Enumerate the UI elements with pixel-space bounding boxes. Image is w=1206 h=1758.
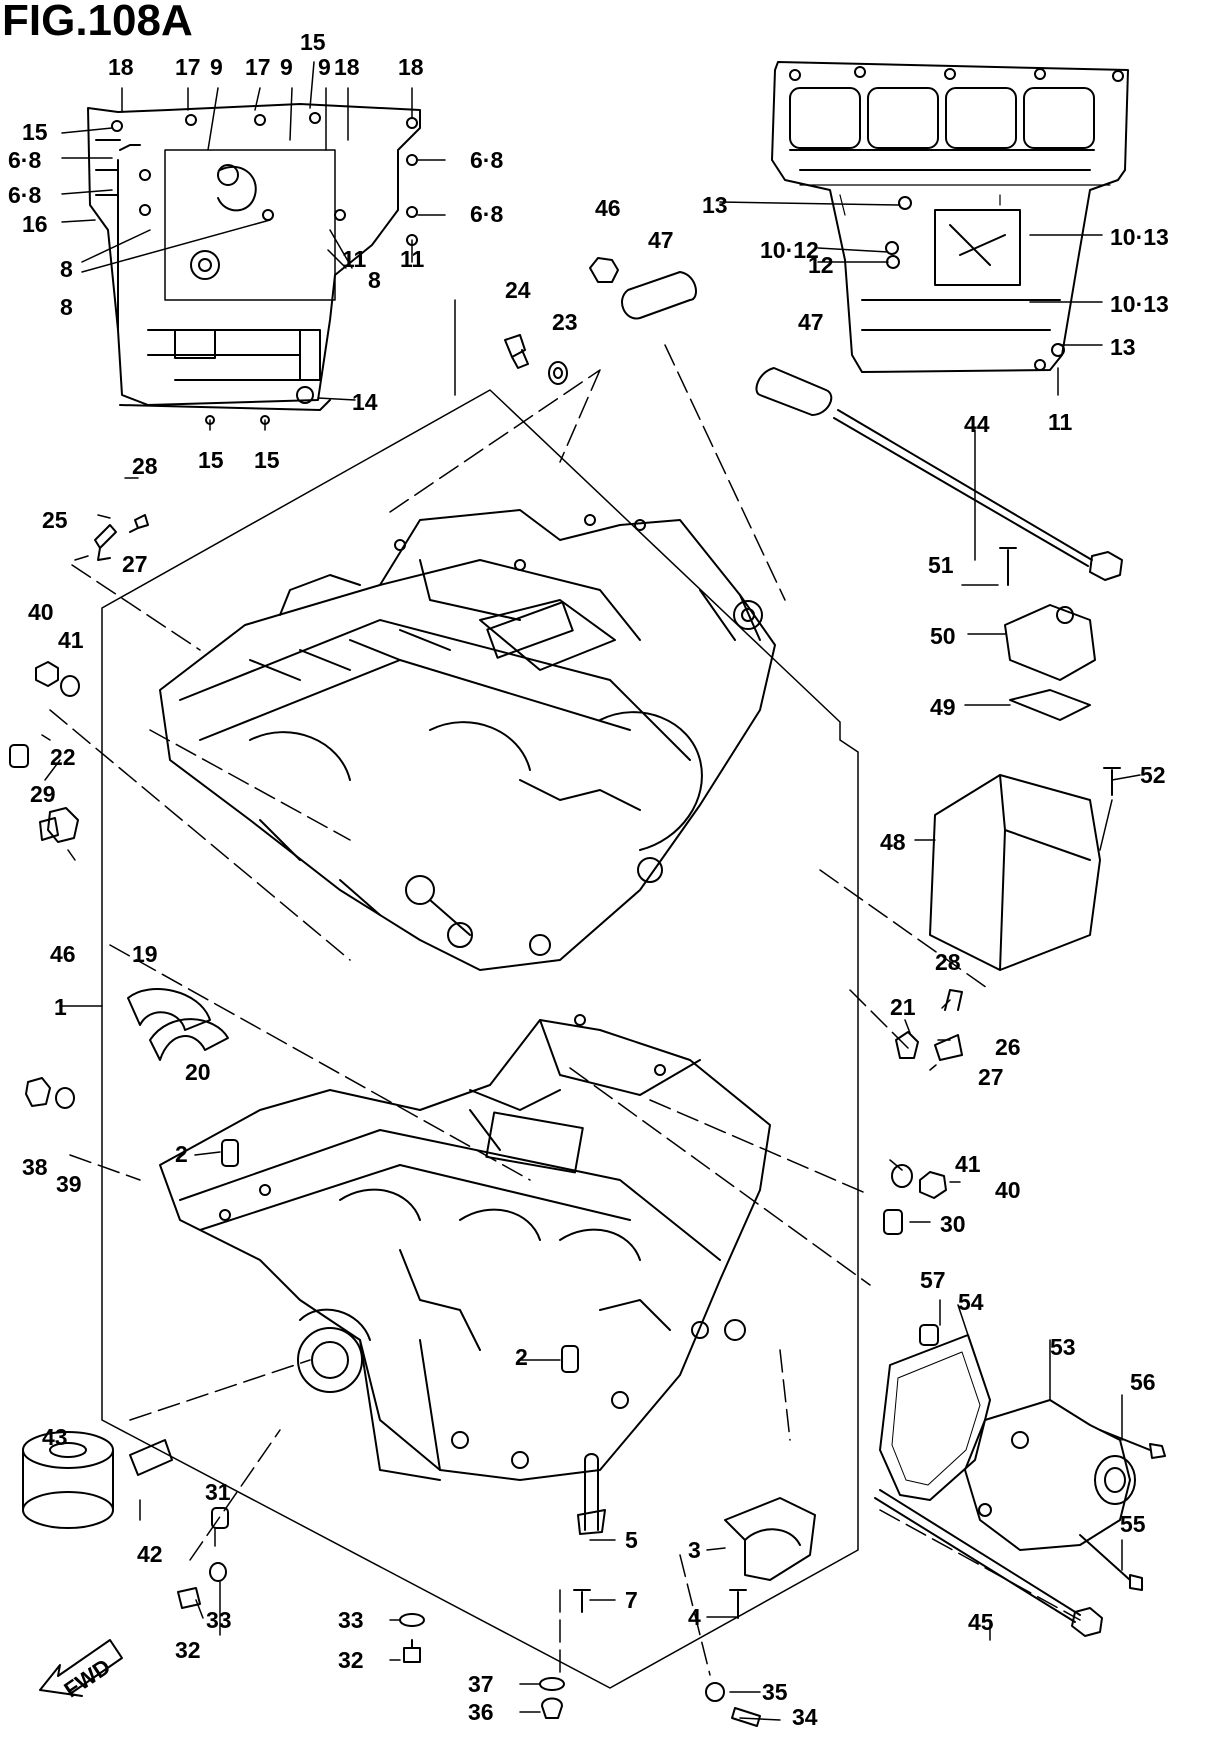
callout-41-left: 41 bbox=[58, 627, 84, 653]
callout-14: 14 bbox=[352, 389, 378, 415]
callout-45: 45 bbox=[968, 1609, 994, 1635]
callout-9-c: 9 bbox=[318, 54, 331, 80]
callout-51: 51 bbox=[928, 552, 954, 578]
callout-28-right: 28 bbox=[935, 949, 961, 975]
callout-6-8-d: 6·8 bbox=[470, 201, 503, 227]
callout-10-13-a: 10·13 bbox=[1110, 224, 1169, 250]
callout-13-b: 13 bbox=[1110, 334, 1136, 360]
callout-17-b: 17 bbox=[245, 54, 271, 80]
callout-46-top: 46 bbox=[595, 195, 621, 221]
callout-48: 48 bbox=[880, 829, 906, 855]
callout-6-8-c: 6·8 bbox=[8, 182, 41, 208]
assembly-frame bbox=[101, 299, 859, 1689]
callout-21: 21 bbox=[890, 994, 916, 1020]
callout-5: 5 bbox=[625, 1527, 638, 1553]
callout-53: 53 bbox=[1050, 1334, 1076, 1360]
callout-8-b: 8 bbox=[60, 294, 73, 320]
callout-7: 7 bbox=[625, 1587, 638, 1613]
callout-33-center: 33 bbox=[338, 1607, 364, 1633]
callout-10-13-b: 10·13 bbox=[1110, 291, 1169, 317]
callout-18-c: 18 bbox=[398, 54, 424, 80]
callout-24: 24 bbox=[505, 277, 531, 303]
callout-54: 54 bbox=[958, 1289, 984, 1315]
inset-crankcase-top-view bbox=[771, 61, 1129, 373]
lower-crankcase bbox=[159, 1014, 771, 1481]
callout-29: 29 bbox=[30, 781, 56, 807]
callout-36: 36 bbox=[468, 1699, 494, 1725]
callout-42: 42 bbox=[137, 1541, 163, 1567]
callout-19: 19 bbox=[132, 941, 158, 967]
callout-8-a: 8 bbox=[60, 256, 73, 282]
callout-28-top: 28 bbox=[132, 453, 158, 479]
callout-10-12: 10·12 bbox=[760, 237, 819, 263]
callout-50: 50 bbox=[930, 623, 956, 649]
callout-39: 39 bbox=[56, 1171, 82, 1197]
callout-1: 1 bbox=[54, 994, 67, 1020]
callout-leaders bbox=[41, 61, 1141, 1721]
callout-37: 37 bbox=[468, 1671, 494, 1697]
callout-11-b: 11 bbox=[400, 246, 425, 272]
callout-17-a: 17 bbox=[175, 54, 201, 80]
upper-crankcase bbox=[159, 509, 776, 971]
callout-18-b: 18 bbox=[334, 54, 360, 80]
callout-22: 22 bbox=[50, 744, 76, 770]
callout-3: 3 bbox=[688, 1537, 701, 1563]
callout-2-left: 2 bbox=[175, 1141, 188, 1167]
callout-46-left: 46 bbox=[50, 941, 76, 967]
callout-9-a: 9 bbox=[210, 54, 223, 80]
callout-4: 4 bbox=[688, 1604, 701, 1630]
callout-11-a: 11 bbox=[342, 246, 367, 272]
callout-26: 26 bbox=[995, 1034, 1021, 1060]
callout-55: 55 bbox=[1120, 1511, 1146, 1537]
callout-32-left: 32 bbox=[175, 1637, 201, 1663]
callout-40-right: 40 bbox=[995, 1177, 1021, 1203]
leader-guides bbox=[49, 344, 1081, 1681]
callout-30: 30 bbox=[940, 1211, 966, 1237]
callout-32-center: 32 bbox=[338, 1647, 364, 1673]
callout-15-bottom-a: 15 bbox=[198, 447, 224, 473]
callout-34: 34 bbox=[792, 1704, 818, 1730]
callout-15-bottom-b: 15 bbox=[254, 447, 280, 473]
inset-crankcase-underside-view bbox=[87, 103, 421, 425]
callout-2-center: 2 bbox=[515, 1344, 528, 1370]
callout-labels: 18 17 9 17 9 15 9 18 18 15 6·8 6·8 6·8 6… bbox=[8, 29, 1169, 1730]
callout-23: 23 bbox=[552, 309, 578, 335]
callout-6-8-b: 6·8 bbox=[470, 147, 503, 173]
callout-35: 35 bbox=[762, 1679, 788, 1705]
callout-31: 31 bbox=[205, 1479, 231, 1505]
callout-25: 25 bbox=[42, 507, 68, 533]
callout-57: 57 bbox=[920, 1267, 946, 1293]
callout-27-top: 27 bbox=[122, 551, 148, 577]
callout-40-left: 40 bbox=[28, 599, 54, 625]
figure-title: FIG.108A bbox=[2, 0, 193, 45]
callout-33-left: 33 bbox=[206, 1607, 232, 1633]
callout-56: 56 bbox=[1130, 1369, 1156, 1395]
callout-6-8-a: 6·8 bbox=[8, 147, 41, 173]
callout-9-b: 9 bbox=[280, 54, 293, 80]
callout-41-right: 41 bbox=[955, 1151, 981, 1177]
callout-49: 49 bbox=[930, 694, 956, 720]
callout-8-c: 8 bbox=[368, 267, 381, 293]
callout-15-top: 15 bbox=[300, 29, 326, 55]
callout-43: 43 bbox=[42, 1424, 68, 1450]
callout-16: 16 bbox=[22, 211, 48, 237]
callout-15-left: 15 bbox=[22, 119, 48, 145]
callout-47-top: 47 bbox=[648, 227, 674, 253]
callout-20: 20 bbox=[185, 1059, 211, 1085]
callout-27-right: 27 bbox=[978, 1064, 1004, 1090]
callout-44: 44 bbox=[964, 411, 990, 437]
callout-52: 52 bbox=[1140, 762, 1166, 788]
small-parts bbox=[9, 257, 1166, 1727]
callout-18-a: 18 bbox=[108, 54, 134, 80]
callout-12: 12 bbox=[808, 252, 834, 278]
callout-13-a: 13 bbox=[702, 192, 728, 218]
callout-47-right: 47 bbox=[798, 309, 824, 335]
callout-11-c: 11 bbox=[1048, 409, 1073, 435]
callout-38: 38 bbox=[22, 1154, 48, 1180]
